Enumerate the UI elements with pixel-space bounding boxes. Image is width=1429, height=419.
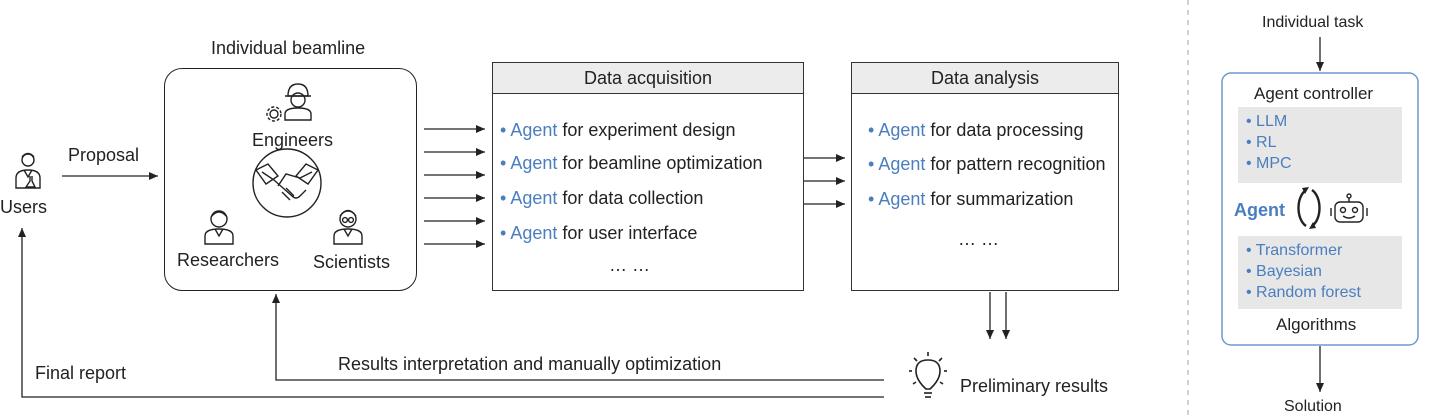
- analysis-item: •Agent for pattern recognition: [868, 154, 1106, 174]
- analysis-item: •Agent for summarization: [868, 189, 1074, 209]
- robot-icon: [1330, 193, 1368, 223]
- analysis-item: •Agent for data processing: [868, 120, 1084, 140]
- acquisition-ellipsis: … …: [609, 255, 651, 275]
- acquisition-item: •Agent for user interface: [500, 223, 698, 243]
- analysis-ellipsis: … …: [958, 229, 1000, 249]
- user-icon: [15, 152, 41, 189]
- data-acquisition-panel: Data acquisition •Agent for experiment d…: [492, 62, 804, 291]
- agent-label: Agent: [1234, 200, 1285, 220]
- data-analysis-title: Data analysis: [852, 63, 1118, 94]
- acquisition-to-analysis-arrows: [804, 154, 845, 208]
- algorithm-item: • Bayesian: [1246, 263, 1322, 280]
- algorithm-item: • Random forest: [1246, 284, 1361, 301]
- preliminary-results-label: Preliminary results: [960, 376, 1109, 396]
- handshake-icon: [252, 148, 322, 218]
- controller-item: • MPC: [1246, 155, 1292, 172]
- lightbulb-icon: [909, 352, 947, 398]
- scientists-label: Scientists: [313, 252, 391, 272]
- engineer-icon: [266, 83, 312, 122]
- researchers-label: Researchers: [177, 250, 280, 270]
- agent-controller-frame: [1221, 72, 1419, 346]
- individual-task-label: Individual task: [1262, 14, 1364, 31]
- data-acquisition-title: Data acquisition: [493, 63, 803, 94]
- scientist-icon: [333, 209, 363, 245]
- cycle-arrows-icon: [1297, 187, 1321, 229]
- beamline-to-acquisition-arrows: [424, 125, 485, 248]
- engineers-label: Engineers: [252, 130, 334, 150]
- users-label: Users: [0, 197, 48, 217]
- acquisition-item: •Agent for data collection: [500, 188, 704, 208]
- proposal-label: Proposal: [68, 145, 140, 165]
- controller-item: • LLM: [1246, 113, 1288, 130]
- researcher-icon: [204, 210, 234, 245]
- final-report-label: Final report: [35, 363, 127, 383]
- controller-list: • LLM • RL • MPC: [1238, 107, 1402, 183]
- acquisition-item: •Agent for beamline optimization: [500, 153, 763, 173]
- beamline-box: [164, 68, 417, 291]
- final-report-arrow: [18, 228, 884, 398]
- algorithm-item: • Transformer: [1246, 242, 1343, 259]
- solution-label: Solution: [1284, 398, 1342, 415]
- data-analysis-panel: Data analysis •Agent for data processing…: [851, 62, 1119, 291]
- beamline-title: Individual beamline: [211, 38, 366, 58]
- controller-item: • RL: [1246, 134, 1277, 151]
- acquisition-item: •Agent for experiment design: [500, 120, 736, 140]
- algorithms-title: Algorithms: [1276, 315, 1357, 334]
- algorithm-list: • Transformer • Bayesian • Random forest: [1238, 236, 1402, 309]
- agent-controller-title: Agent controller: [1254, 84, 1374, 103]
- results-interpretation-label: Results interpretation and manually opti…: [338, 354, 722, 374]
- interpretation-feedback-arrow: [272, 294, 884, 381]
